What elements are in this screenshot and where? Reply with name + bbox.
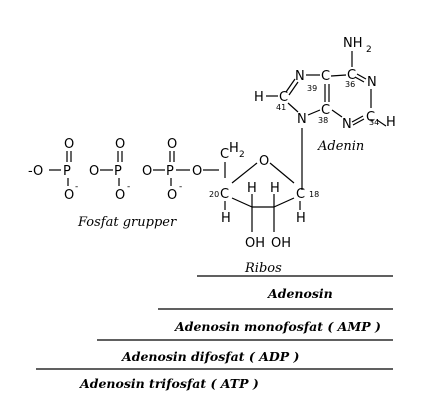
phosphorus-atom-3: P <box>166 164 174 179</box>
ribose-label: Ribos <box>244 261 282 276</box>
c6-carbon: C <box>347 68 356 83</box>
phosphate-groups-label: Fosfat grupper <box>77 215 177 230</box>
n3-nitrogen: N <box>342 117 352 132</box>
c4-carbon: C <box>220 187 229 202</box>
c3-hydroxyl: OH <box>245 236 265 251</box>
double-bond-oxygen-1: O <box>64 137 74 152</box>
bond <box>354 76 365 83</box>
c4-number: 38 <box>318 116 328 125</box>
c2-hydrogen: H <box>270 181 280 196</box>
phosphorus-atom-1: P <box>63 164 71 179</box>
c1-hydrogen: H <box>296 211 306 226</box>
amino-subscript: 2 <box>366 45 372 55</box>
amino-group: NH <box>343 36 363 51</box>
double-bond-oxygen-2: O <box>115 137 125 152</box>
ester-oxygen: O <box>192 164 202 179</box>
c4-carbon: C <box>321 103 330 118</box>
c8-hydrogen: H <box>254 90 264 105</box>
c8-carbon: C <box>279 90 288 105</box>
c8-number: 41 <box>276 103 286 112</box>
bond <box>231 197 253 208</box>
c4-hydrogen: H <box>221 211 231 226</box>
bond <box>330 74 347 77</box>
bond <box>287 102 299 113</box>
bond <box>331 109 343 118</box>
c2-carbon: C <box>366 110 375 125</box>
charge-minus-2: - <box>127 182 130 192</box>
c2-number: 34 <box>369 118 379 127</box>
bond <box>356 73 367 80</box>
phosphate-groups: -O P O O - O P O O - O P O O - O Fosfat … <box>28 137 219 230</box>
c6-number: 36 <box>345 80 355 89</box>
bond <box>376 119 387 127</box>
ch2-carbon: C <box>220 147 229 162</box>
anionic-oxygen-2: O <box>115 188 125 203</box>
amp-label: Adenosin monofosfat ( AMP ) <box>174 319 381 334</box>
c5-carbon: C <box>321 69 330 84</box>
bond <box>307 109 321 116</box>
ring-oxygen: O <box>259 154 269 169</box>
anionic-oxygen-3: O <box>167 188 177 203</box>
double-bond-oxygen-3: O <box>167 137 177 152</box>
charge-minus-1: - <box>75 182 78 192</box>
c1-carbon: C <box>296 187 305 202</box>
bond <box>288 81 299 96</box>
phosphorus-atom-2: P <box>114 164 122 179</box>
charge-minus-3: - <box>179 182 182 192</box>
c5-number: 39 <box>307 84 317 93</box>
nucleotide-levels: Adenosin Adenosin monofosfat ( AMP ) Ade… <box>36 275 393 391</box>
c1-number: 18 <box>309 190 319 199</box>
bond <box>351 115 364 123</box>
anionic-oxygen-1: O <box>64 188 74 203</box>
ch2-hydrogen: H <box>229 141 239 156</box>
bridge-oxygen-1: O <box>89 164 99 179</box>
bond <box>231 162 258 184</box>
c4-number: 20 <box>209 190 219 199</box>
bond <box>285 78 296 93</box>
ribose-sugar: C H 2 O C 20 H C 18 H H H OH OH Ribos <box>209 141 319 276</box>
c2-hydroxyl: OH <box>271 236 291 251</box>
bond <box>269 162 295 184</box>
n9-nitrogen: N <box>297 112 307 127</box>
terminal-oxygen-anion: -O <box>28 164 43 179</box>
n7-nitrogen: N <box>295 69 305 84</box>
adenosin-label: Adenosin <box>267 286 333 301</box>
atp-label: Adenosin trifosfat ( ATP ) <box>79 376 259 391</box>
adp-label: Adenosin difosfat ( ADP ) <box>121 349 299 364</box>
bond <box>352 118 365 126</box>
adenine-base: NH 2 C 36 N C 34 H N C 38 C 39 N C <box>254 36 396 154</box>
bond <box>273 197 295 208</box>
c3-hydrogen: H <box>247 181 257 196</box>
c2-hydrogen: H <box>386 115 396 130</box>
bridge-oxygen-2: O <box>142 164 152 179</box>
n1-nitrogen: N <box>367 75 377 90</box>
ch2-subscript: 2 <box>239 150 245 160</box>
adenine-label: Adenin <box>317 139 364 154</box>
